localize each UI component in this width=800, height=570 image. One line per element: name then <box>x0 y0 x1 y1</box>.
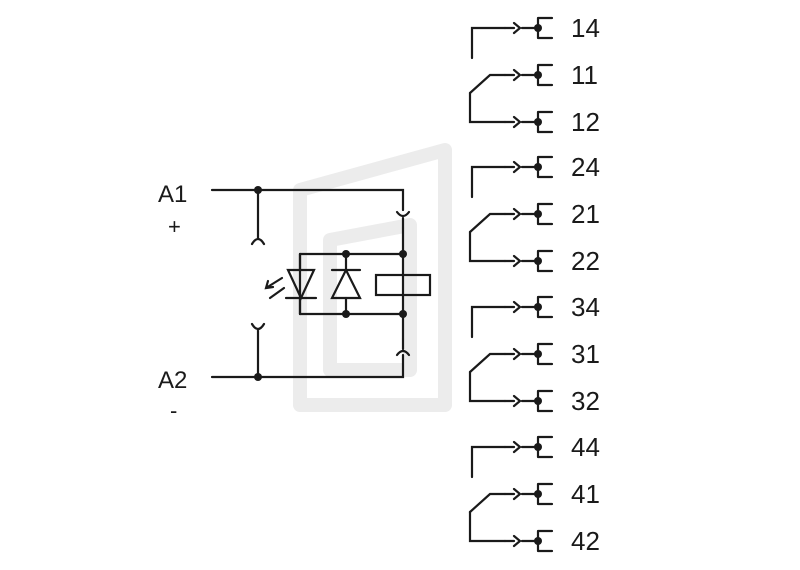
no-node <box>534 303 542 311</box>
terminal-label-11: 11 <box>571 60 598 90</box>
relay-coil <box>374 273 432 297</box>
a1-plug <box>395 210 411 230</box>
no-lead <box>470 26 507 60</box>
com-node <box>534 71 542 79</box>
a2-plug <box>395 337 411 357</box>
nc-node <box>534 257 542 265</box>
no-socket <box>503 300 522 314</box>
a1-polarity: + <box>168 214 181 239</box>
terminal-label-14: 14 <box>571 13 600 43</box>
no-lead <box>470 305 507 339</box>
watermark-logo <box>293 143 452 412</box>
com-socket <box>503 207 522 221</box>
a2-socket <box>250 322 266 379</box>
no-node <box>534 443 542 451</box>
terminal-label-24: 24 <box>571 152 600 182</box>
com-wiper <box>468 73 507 95</box>
contact-group-3: 34 31 32 <box>468 292 600 416</box>
a1-socket <box>250 188 266 246</box>
nc-lead <box>468 91 507 124</box>
nc-lead <box>468 510 507 543</box>
nc-socket <box>503 394 522 408</box>
nc-lead <box>468 370 507 403</box>
terminal-label-41: 41 <box>571 479 600 509</box>
contact-group-2: 24 21 22 <box>468 152 600 276</box>
no-lead <box>470 445 507 479</box>
nc-lead <box>468 230 507 263</box>
com-wiper <box>468 212 507 234</box>
com-wiper <box>468 352 507 374</box>
terminal-label-34: 34 <box>571 292 600 322</box>
nc-node <box>534 537 542 545</box>
nc-socket <box>503 534 522 548</box>
terminal-label-21: 21 <box>571 199 600 229</box>
com-socket <box>503 347 522 361</box>
nc-node <box>534 118 542 126</box>
terminal-label-31: 31 <box>571 339 600 369</box>
com-node <box>534 210 542 218</box>
terminal-label-12: 12 <box>571 107 600 137</box>
a2-label: A2 <box>158 367 187 394</box>
com-node <box>534 490 542 498</box>
a1-wire <box>210 188 405 212</box>
nc-socket <box>503 115 522 129</box>
no-node <box>534 24 542 32</box>
no-socket <box>503 160 522 174</box>
com-node <box>534 350 542 358</box>
terminal-label-44: 44 <box>571 432 600 462</box>
a2-polarity: - <box>170 398 177 423</box>
no-socket <box>503 21 522 35</box>
terminal-label-42: 42 <box>571 526 600 556</box>
contact-groups: 14 11 12 24 21 22 34 31 32 44 41 42 <box>468 13 600 556</box>
contact-group-4: 44 41 42 <box>468 432 600 556</box>
nc-socket <box>503 254 522 268</box>
diode-icon <box>330 252 362 316</box>
a2-wire <box>210 353 405 379</box>
no-lead <box>470 165 507 199</box>
com-socket <box>503 68 522 82</box>
terminal-label-22: 22 <box>571 246 600 276</box>
coil-circuit: A1 + A2 - <box>158 181 432 423</box>
led-indicator-icon <box>264 252 318 316</box>
com-wiper <box>468 492 507 514</box>
terminal-label-32: 32 <box>571 386 600 416</box>
nc-node <box>534 397 542 405</box>
com-socket <box>503 487 522 501</box>
contact-group-1: 14 11 12 <box>468 13 600 137</box>
a1-label: A1 <box>158 181 187 208</box>
no-node <box>534 163 542 171</box>
no-socket <box>503 440 522 454</box>
